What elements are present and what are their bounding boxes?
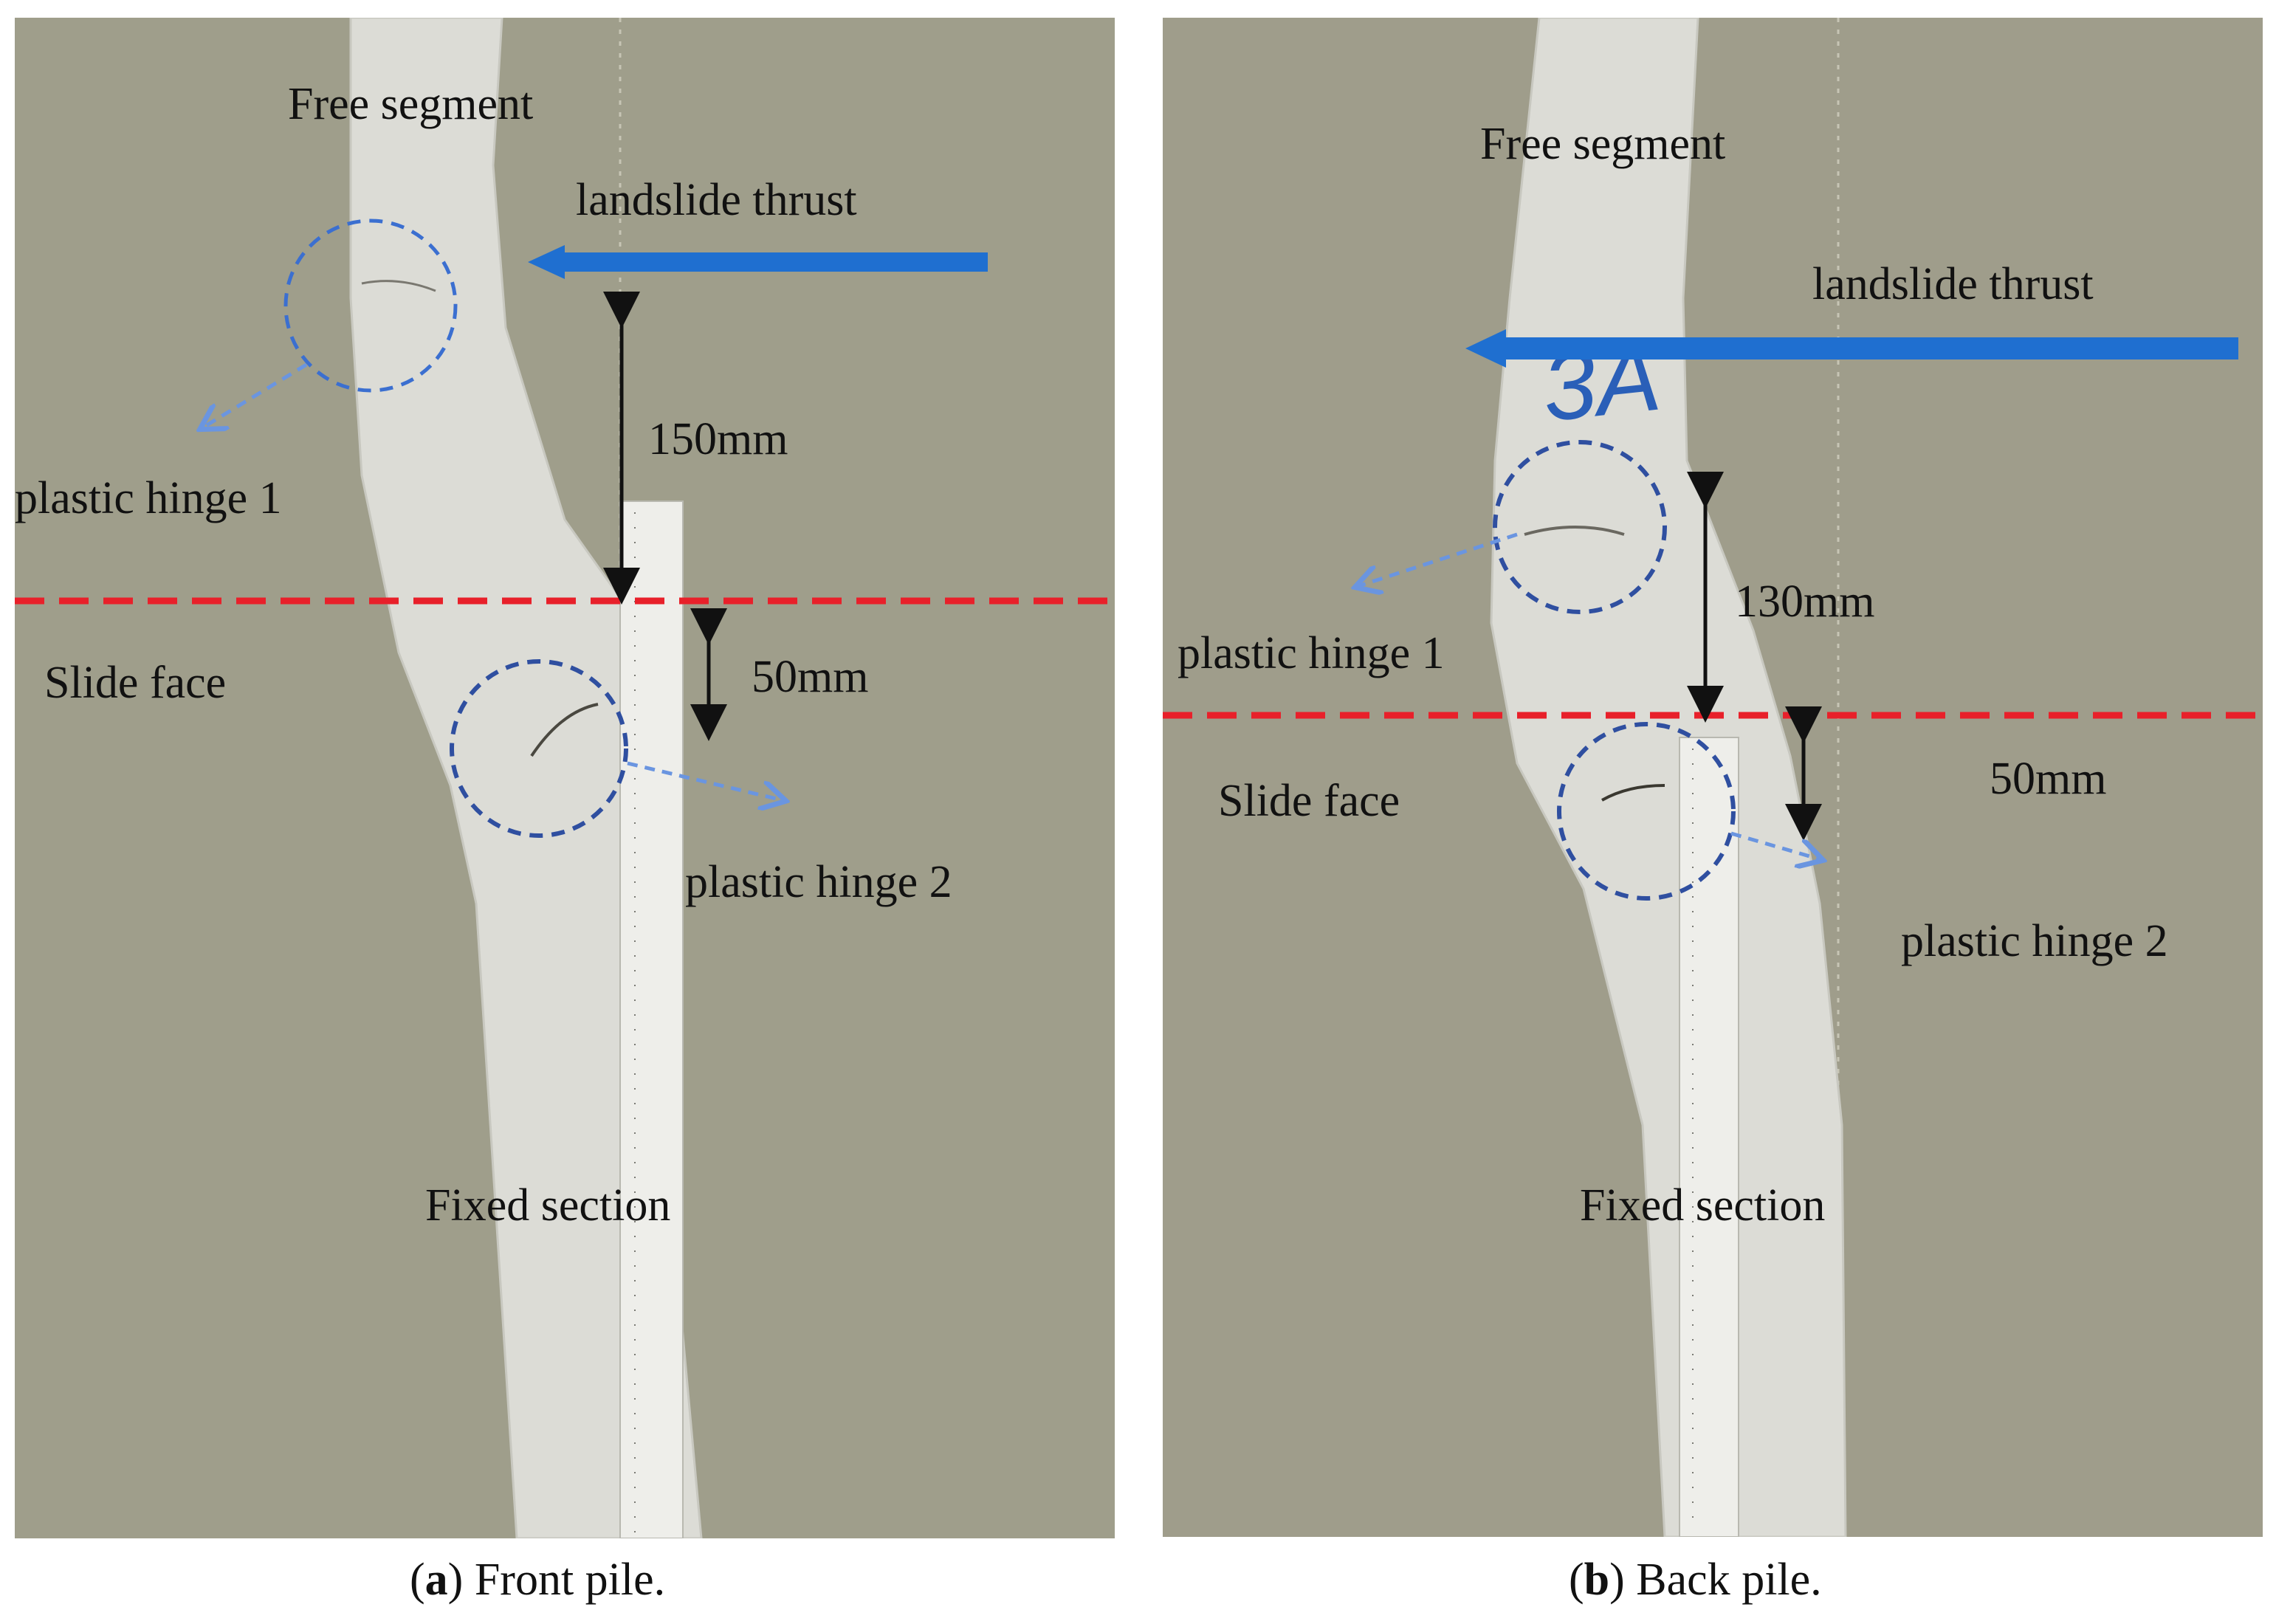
panel-front-pile: Free segment landslide thrust 150mm plas…	[15, 18, 1115, 1538]
front-pile-photo	[15, 18, 1115, 1538]
hinge-circle-icon	[1557, 722, 1736, 901]
fixed-section-label: Fixed section	[1580, 1180, 1826, 1231]
caption-back-pile: (b) Back pile.	[1569, 1555, 1822, 1605]
measuring-ruler	[619, 500, 684, 1538]
free-segment-label: Free segment	[288, 79, 534, 129]
distance-below-label: 50mm	[1990, 754, 2107, 804]
distance-below-label: 50mm	[752, 652, 869, 702]
distance-above-label: 130mm	[1735, 577, 1875, 627]
distance-above-label: 150mm	[648, 414, 788, 464]
plastic-hinge-2-label: plastic hinge 2	[685, 857, 952, 907]
caption-letter: a	[424, 1555, 448, 1605]
thrust-arrow-icon	[1465, 329, 2238, 368]
panel-back-pile: 3A Free segment landslide thrust 130mm p…	[1163, 18, 2263, 1537]
hinge-circle-icon	[450, 659, 628, 838]
thrust-arrow-icon	[528, 245, 988, 279]
back-pile-photo: 3A	[1163, 18, 2263, 1537]
slide-face-label: Slide face	[44, 658, 227, 708]
plastic-hinge-2-label: plastic hinge 2	[1901, 916, 2168, 966]
landslide-thrust-label: landslide thrust	[1812, 259, 2094, 309]
free-segment-label: Free segment	[1480, 119, 1726, 169]
caption-front-pile: (a) Front pile.	[410, 1555, 666, 1605]
plastic-hinge-1-label: plastic hinge 1	[1177, 628, 1445, 678]
landslide-thrust-label: landslide thrust	[576, 175, 857, 225]
fixed-section-label: Fixed section	[425, 1180, 671, 1231]
measuring-ruler	[1679, 737, 1739, 1537]
back-pile-body	[1490, 18, 1847, 1537]
slide-face-label: Slide face	[1218, 776, 1400, 826]
hinge-circle-icon	[1493, 440, 1667, 614]
plastic-hinge-1-label: plastic hinge 1	[15, 473, 282, 523]
hinge-circle-icon	[283, 219, 458, 393]
caption-letter: b	[1584, 1555, 1610, 1605]
